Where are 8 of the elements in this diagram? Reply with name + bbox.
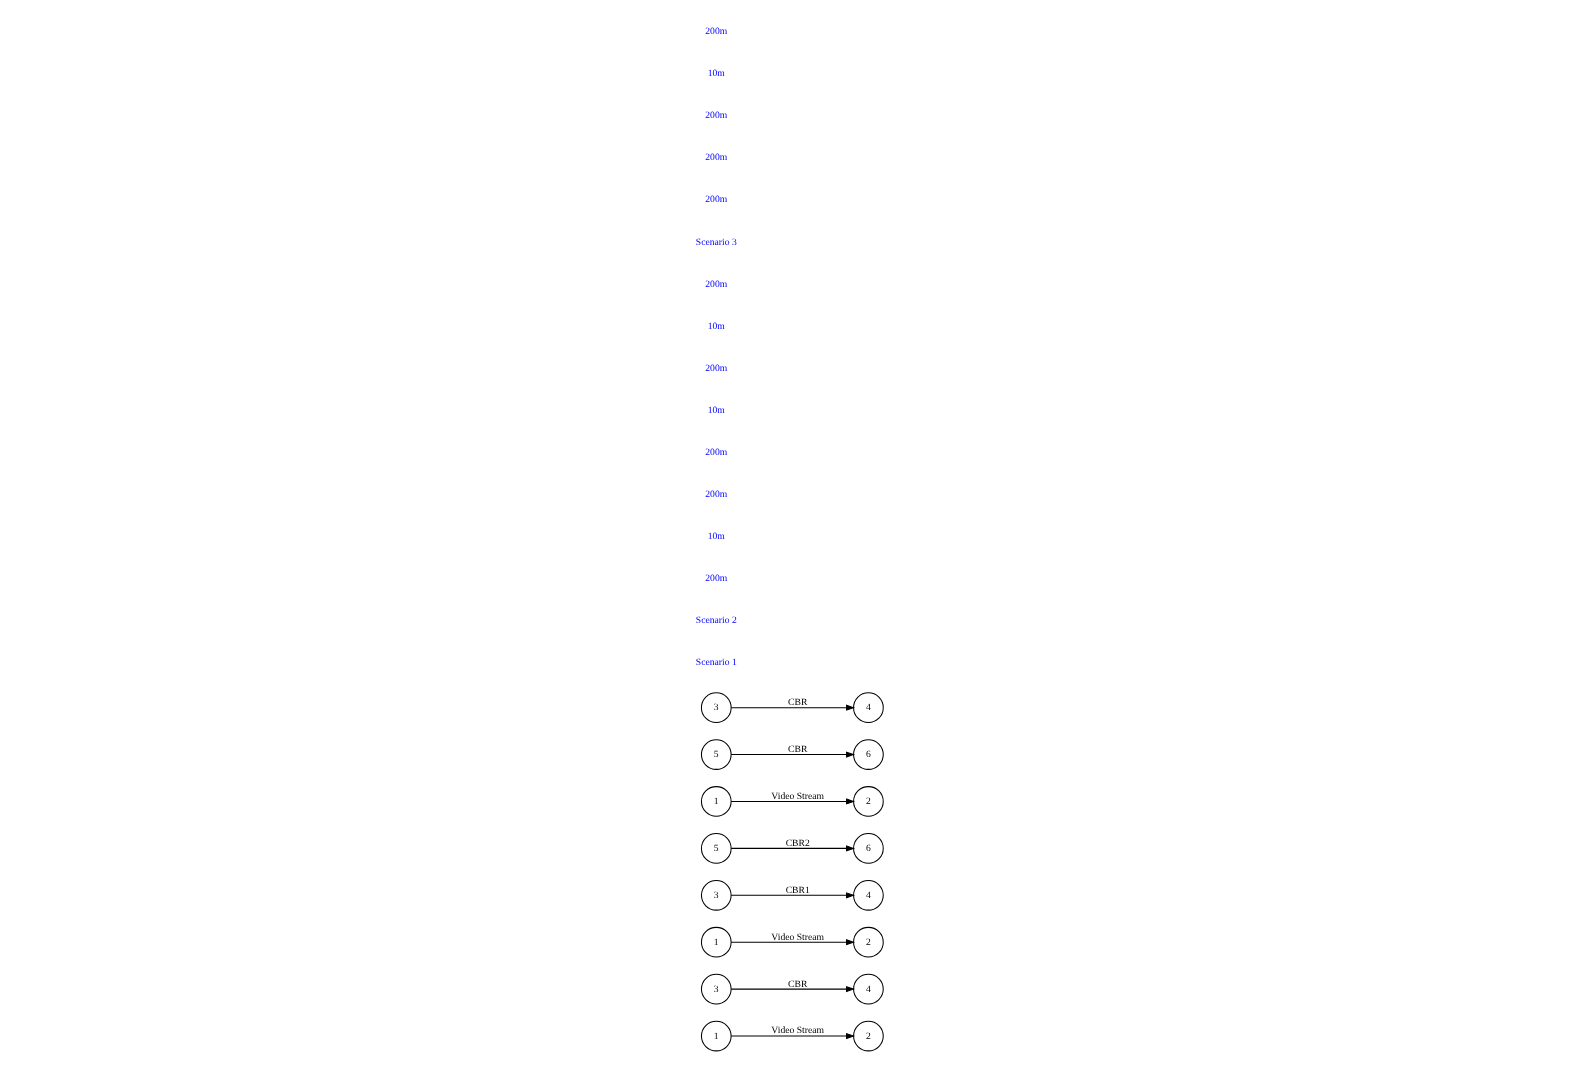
arrow bbox=[729, 939, 854, 946]
arrow bbox=[729, 845, 854, 852]
arrow bbox=[729, 892, 854, 899]
arrow bbox=[729, 704, 854, 711]
arrow bbox=[729, 751, 854, 758]
arrow bbox=[729, 1032, 854, 1040]
arrow bbox=[729, 986, 854, 993]
arrow bbox=[729, 798, 854, 805]
